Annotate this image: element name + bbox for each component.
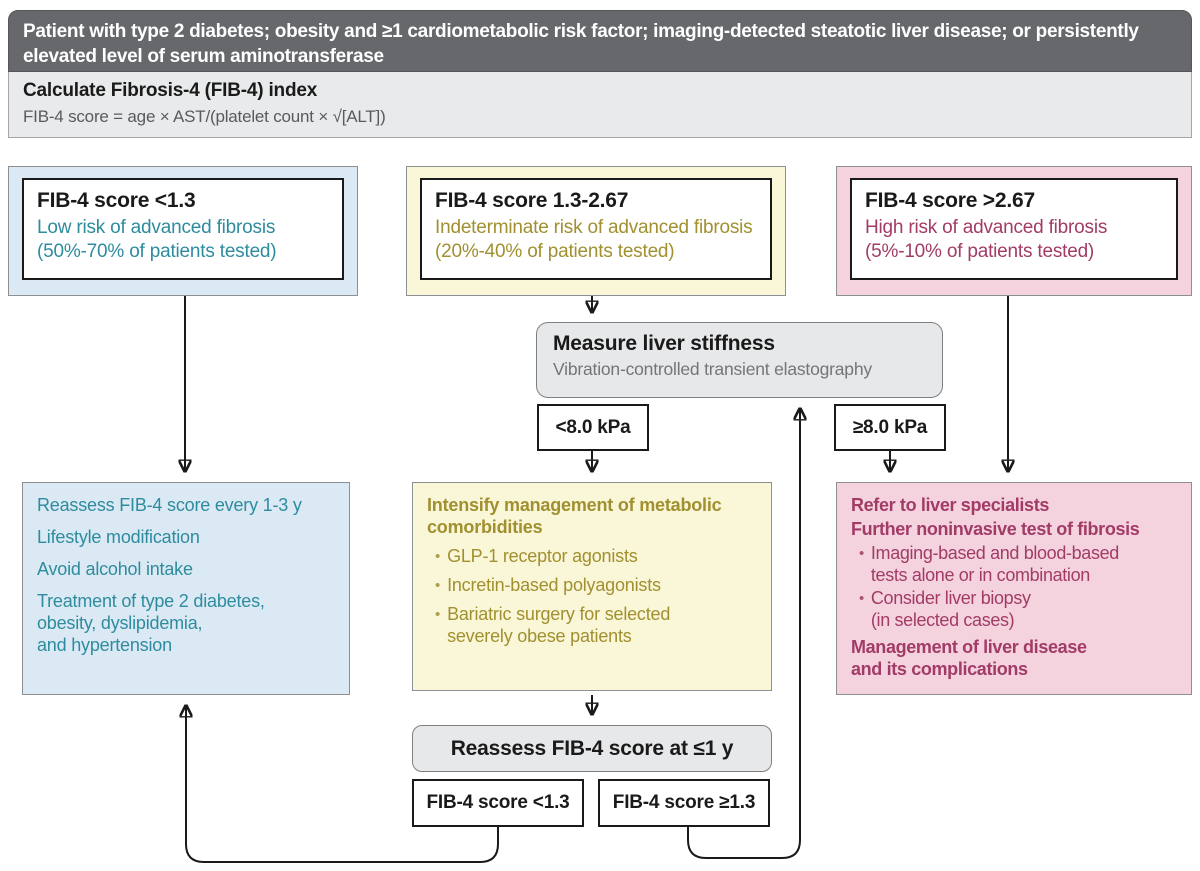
outcome-fib4-over-1-3: FIB-4 score ≥1.3	[598, 779, 770, 827]
risk-box-high: FIB-4 score >2.67 High risk of advanced …	[836, 166, 1192, 296]
bullet-text: Consider liver biopsy (in selected cases…	[870, 587, 1031, 630]
list-item: • GLP-1 receptor agonists	[435, 546, 757, 568]
list-item: • Incretin-based polyagonists	[435, 575, 757, 597]
risk-box-low: FIB-4 score <1.3 Low risk of advanced fi…	[8, 166, 358, 296]
plan-indeterminate-title: Intensify management of metabolic comorb…	[427, 495, 722, 537]
list-item: • Imaging-based and blood-based tests al…	[859, 543, 1177, 587]
patient-criteria-text: Patient with type 2 diabetes; obesity an…	[23, 21, 1139, 68]
reassess-label: Reassess FIB-4 score at ≤1 y	[450, 736, 734, 760]
bullet-text: Incretin-based polyagonists	[447, 574, 661, 595]
risk-high-label: High risk of advanced fibrosis	[865, 217, 1108, 238]
measure-liver-stiffness-node: Measure liver stiffness Vibration-contro…	[536, 322, 943, 398]
bullet-text: Bariatric surgery for selected severely …	[447, 603, 671, 646]
calc-title: Calculate Fibrosis-4 (FIB-4) index	[23, 80, 318, 101]
plan-box-indeterminate: Intensify management of metabolic comorb…	[412, 482, 772, 691]
risk-high-title: FIB-4 score >2.67	[865, 189, 1035, 212]
branch-under-8kpa-label: <8.0 kPa	[555, 416, 631, 438]
plan-low-item: Avoid alcohol intake	[37, 558, 193, 579]
branch-over-8kpa-label: ≥8.0 kPa	[852, 416, 928, 438]
bullet-text: GLP-1 receptor agonists	[447, 545, 638, 566]
branch-over-8kpa: ≥8.0 kPa	[834, 404, 946, 451]
risk-indeterminate-title: FIB-4 score 1.3-2.67	[435, 189, 629, 212]
risk-indeterminate-label: Indeterminate risk of advanced fibrosis	[435, 217, 753, 238]
plan-high-management: Management of liver disease and its comp…	[851, 636, 1087, 679]
outcome-over-label: FIB-4 score ≥1.3	[612, 792, 756, 813]
bullet-icon: •	[859, 544, 864, 562]
stiffness-title: Measure liver stiffness	[553, 332, 775, 355]
bullet-text: Imaging-based and blood-based tests alon…	[870, 542, 1119, 585]
patient-criteria-header: Patient with type 2 diabetes; obesity an…	[8, 10, 1192, 72]
risk-low-title: FIB-4 score <1.3	[37, 189, 196, 212]
calculate-fib4-band: Calculate Fibrosis-4 (FIB-4) index FIB-4…	[8, 72, 1192, 138]
plan-low-item: Reassess FIB-4 score every 1-3 y	[37, 495, 302, 515]
risk-low-label: Low risk of advanced fibrosis	[37, 217, 276, 238]
list-item: • Consider liver biopsy (in selected cas…	[859, 588, 1177, 632]
fib4-formula: FIB-4 score = age × AST/(platelet count …	[23, 107, 386, 126]
risk-box-indeterminate: FIB-4 score 1.3-2.67 Indeterminate risk …	[406, 166, 786, 296]
reassess-fib4-node: Reassess FIB-4 score at ≤1 y	[412, 725, 772, 772]
risk-box-low-inner: FIB-4 score <1.3 Low risk of advanced fi…	[22, 178, 344, 280]
outcome-fib4-under-1-3: FIB-4 score <1.3	[412, 779, 584, 827]
risk-high-share: (5%-10% of patients tested)	[865, 241, 1095, 263]
bullet-icon: •	[435, 605, 441, 623]
risk-indeterminate-share: (20%-40% of patients tested)	[435, 241, 675, 263]
plan-high-refer: Refer to liver specialists	[851, 495, 1049, 515]
risk-box-high-inner: FIB-4 score >2.67 High risk of advanced …	[850, 178, 1178, 280]
branch-under-8kpa: <8.0 kPa	[537, 404, 649, 451]
plan-box-low-risk: Reassess FIB-4 score every 1-3 y Lifesty…	[22, 482, 350, 695]
plan-low-item: Treatment of type 2 diabetes, obesity, d…	[37, 590, 265, 655]
list-item: • Bariatric surgery for selected severel…	[435, 604, 757, 648]
outcome-under-label: FIB-4 score <1.3	[426, 792, 570, 813]
risk-low-share: (50%-70% of patients tested)	[37, 241, 277, 263]
risk-box-indeterminate-inner: FIB-4 score 1.3-2.67 Indeterminate risk …	[420, 178, 772, 280]
plan-box-high-risk: Refer to liver specialists Further nonin…	[836, 482, 1192, 695]
bullet-icon: •	[435, 576, 441, 594]
stiffness-subtitle: Vibration-controlled transient elastogra…	[553, 359, 872, 379]
plan-high-noninvasive: Further noninvasive test of fibrosis	[851, 518, 1140, 539]
bullet-icon: •	[435, 547, 441, 565]
bullet-icon: •	[859, 589, 864, 607]
plan-low-item: Lifestyle modification	[37, 526, 200, 547]
